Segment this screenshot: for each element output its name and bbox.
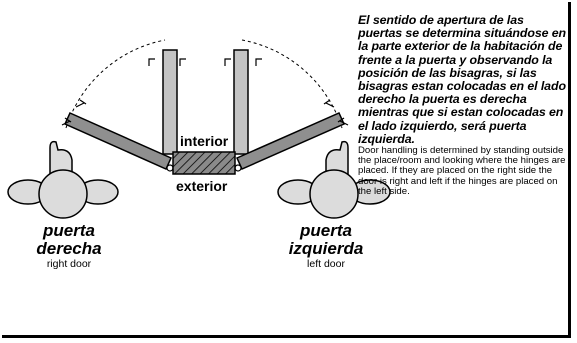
right-door-hinge <box>234 164 242 172</box>
right-person-icon <box>277 140 391 219</box>
explanation-text: El sentido de apertura de las puertas se… <box>358 13 568 197</box>
right-door-label: puerta derecha right door <box>14 221 124 271</box>
swing-end-ticks <box>61 58 349 126</box>
diagram-frame <box>2 2 571 338</box>
left-person-icon <box>7 140 119 219</box>
left-door-panel <box>64 112 172 170</box>
right-door-swing-arc <box>241 39 343 129</box>
wall-section-hatched <box>172 151 236 175</box>
exterior-label: exterior <box>176 178 228 194</box>
interior-label: interior <box>180 133 229 149</box>
explanation-english: Door handling is determined by standing … <box>358 145 566 197</box>
left-door-label: puerta izquierda left door <box>266 221 386 271</box>
explanation-spanish: El sentido de apertura de las puertas se… <box>358 13 566 146</box>
left-door-label-en: left door <box>307 258 345 270</box>
left-door-hinge <box>166 164 174 172</box>
left-door-swing-arc <box>65 39 166 129</box>
right-door-label-es-line1: puerta <box>43 221 95 240</box>
right-door-label-en: right door <box>46 258 92 270</box>
left-door-label-es-line2: izquierda <box>288 239 364 258</box>
left-door-open-position <box>162 49 178 155</box>
right-door-open-position <box>233 49 249 155</box>
right-door-label-es-line2: derecha <box>36 239 102 258</box>
left-door-label-es-line1: puerta <box>300 221 352 240</box>
